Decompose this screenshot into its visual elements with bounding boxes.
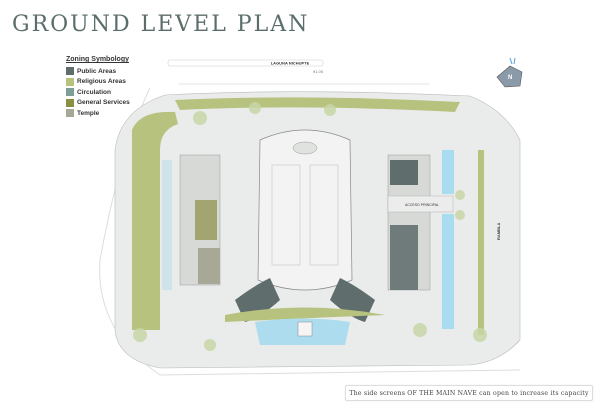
zoning-legend: Zoning Symbology Public Areas Religious …	[66, 56, 130, 119]
left-wing-building	[235, 278, 280, 322]
nave-seating	[271, 164, 339, 266]
front-green-curve	[225, 307, 385, 322]
legend-item-general-services: General Services	[66, 98, 130, 109]
caption-note: The side screens OF THE MAIN NAVE can op…	[345, 385, 593, 401]
legend-swatch	[66, 67, 74, 76]
general-services-area	[195, 200, 217, 240]
legend-swatch	[66, 77, 74, 86]
legend-item-temple: Temple	[66, 108, 130, 119]
legend-swatch	[66, 88, 74, 97]
main-nave	[257, 129, 353, 291]
green-band-top	[175, 97, 460, 112]
legend-item-public-areas: Public Areas	[66, 66, 130, 77]
rambla-label: RAMBLA	[496, 223, 501, 240]
legend-swatch	[66, 109, 74, 118]
altar	[292, 141, 318, 155]
total-dimension: 91.05	[313, 69, 324, 74]
legend-item-religious-areas: Religious Areas	[66, 77, 130, 88]
street-bar	[167, 59, 324, 67]
entrance-cross	[297, 321, 313, 337]
svg-text:N: N	[508, 75, 512, 81]
right-public-building-2	[390, 225, 418, 290]
legend-swatch	[66, 98, 74, 107]
right-wing-building	[330, 278, 375, 322]
right-public-building	[390, 160, 418, 185]
legend-item-circulation: Circulation	[66, 87, 130, 98]
rambla-green	[478, 150, 484, 335]
right-pool-bottom	[442, 214, 454, 329]
main-access-label: ACCESO PRINCIPAL	[405, 203, 439, 207]
north-arrow-icon: N	[496, 57, 523, 88]
green-area-left	[132, 111, 178, 331]
right-pool-top	[442, 150, 454, 194]
street-label: LAGUNA NICHUPTE	[271, 61, 310, 66]
page-title: GROUND LEVEL PLAN	[12, 12, 310, 37]
trees	[133, 102, 487, 351]
service-building	[198, 248, 220, 284]
left-channel	[162, 160, 172, 290]
main-access	[387, 195, 454, 213]
legend-heading: Zoning Symbology	[66, 56, 129, 63]
